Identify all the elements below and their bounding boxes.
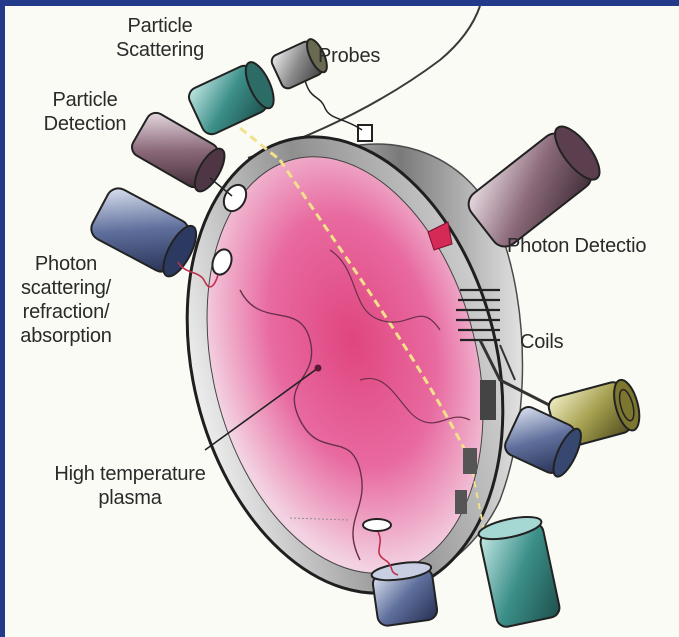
frame-left-border xyxy=(0,0,5,637)
bottom-detector-cylinder xyxy=(371,559,439,627)
label-particle-scattering: Particle Scattering xyxy=(105,14,215,62)
frame-top-border xyxy=(0,0,679,6)
probe-port xyxy=(358,125,372,141)
label-photon-scattering: Photon scattering/ refraction/ absorptio… xyxy=(6,252,126,348)
label-plasma: High temperature plasma xyxy=(40,462,220,510)
particle-scattering-detector xyxy=(186,58,280,137)
label-photon-detection: Photon Detectio xyxy=(507,234,679,258)
port-bottom xyxy=(363,519,391,531)
side-window-2 xyxy=(463,448,477,474)
side-window-1 xyxy=(480,380,496,420)
label-particle-detection: Particle Detection xyxy=(30,88,140,136)
bottom-right-detector xyxy=(477,513,561,629)
label-probes: Probes xyxy=(318,44,380,68)
plasma-pointer-dot xyxy=(315,365,322,372)
label-coils: Coils xyxy=(520,330,563,354)
side-window-3 xyxy=(455,490,467,514)
